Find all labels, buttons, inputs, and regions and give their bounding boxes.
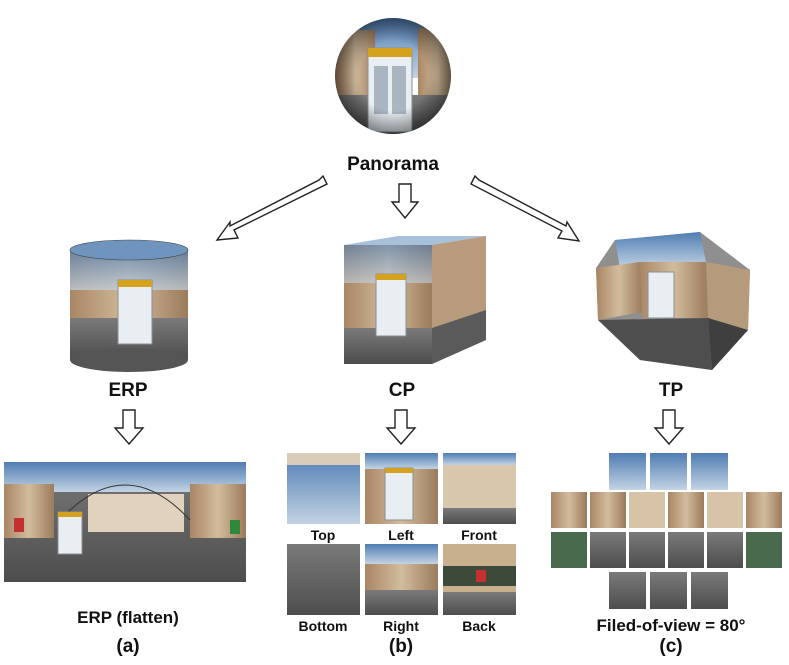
- tp-tile-grid: [551, 453, 782, 609]
- label-erp: ERP: [108, 380, 148, 401]
- arrow-tp-down: [653, 409, 685, 446]
- cp-cube: [344, 236, 486, 364]
- label-erp-flatten: ERP (flatten): [77, 608, 179, 627]
- cp-label-right: Right: [383, 618, 419, 634]
- cp-label-left: Left: [388, 527, 414, 543]
- cp-label-back: Back: [462, 618, 496, 634]
- arrow-erp-down: [113, 409, 145, 446]
- panorama-sphere: [335, 18, 451, 134]
- panel-label-a: (a): [116, 636, 140, 657]
- label-cp: CP: [388, 380, 416, 401]
- arrow-cp-down: [385, 409, 417, 446]
- cp-label-bottom: Bottom: [298, 618, 348, 634]
- panel-label-b: (b): [388, 636, 414, 657]
- cp-label-front: Front: [461, 527, 497, 543]
- cp-face-bottom: [287, 544, 360, 615]
- arrow-to-tp: [470, 174, 581, 242]
- panel-label-c: (c): [659, 636, 683, 657]
- label-fov: Filed-of-view = 80°: [596, 616, 746, 635]
- label-panorama: Panorama: [347, 154, 439, 175]
- cp-label-top: Top: [310, 527, 336, 543]
- arrow-to-erp: [215, 174, 328, 241]
- tp-polyhedron: [596, 232, 750, 370]
- erp-flatten-image: [4, 462, 246, 582]
- arrow-to-cp: [390, 183, 420, 220]
- erp-cylinder: [69, 239, 189, 372]
- label-tp: TP: [658, 380, 684, 401]
- cp-face-grid: [287, 453, 516, 615]
